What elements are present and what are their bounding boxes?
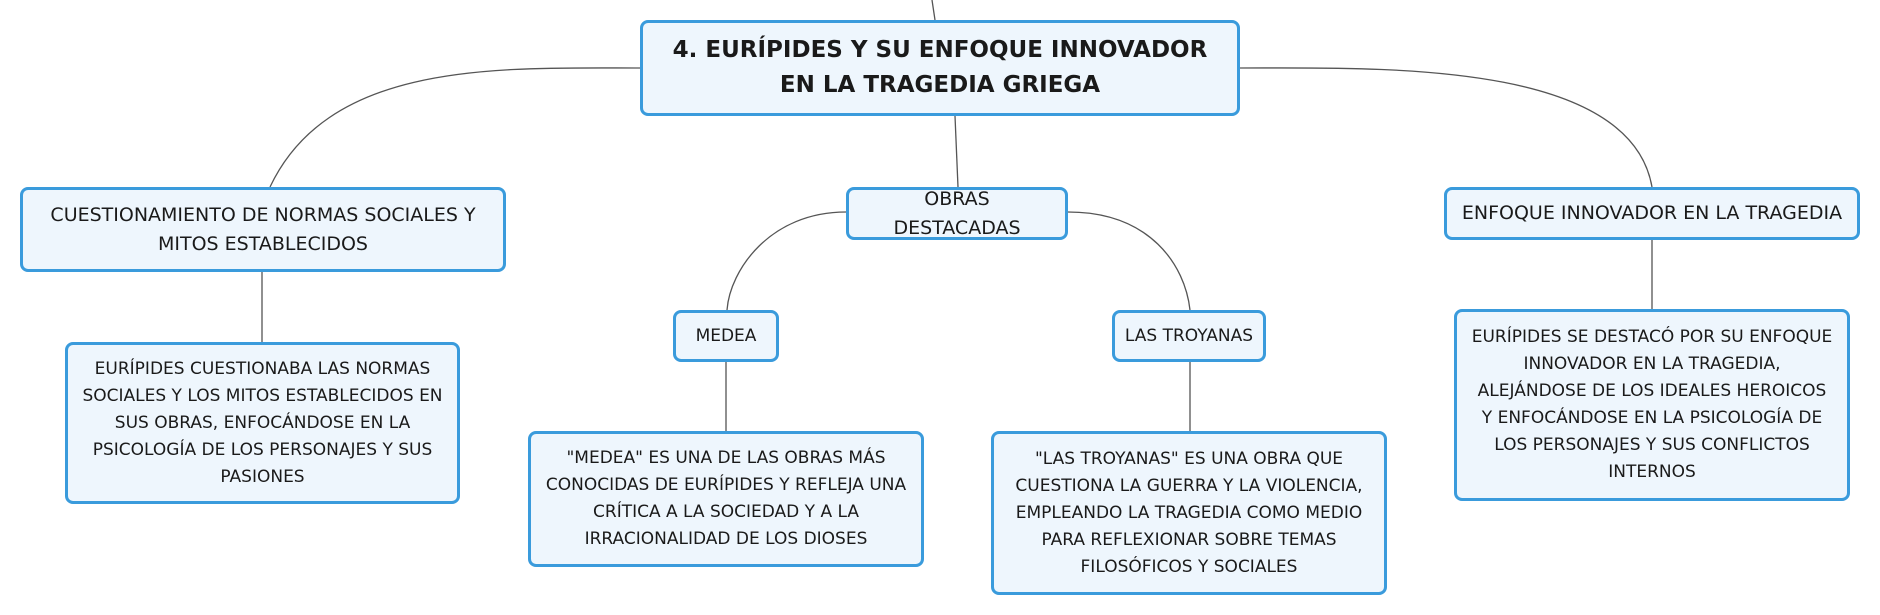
connector-root-to-normas — [269, 67, 641, 188]
topic-cuestionamiento-normas-label: CUESTIONAMIENTO DE NORMAS SOCIALES Y MIT… — [50, 203, 476, 255]
detail-enfoque-innovador[interactable]: EURÍPIDES SE DESTACÓ POR SU ENFOQUE INNO… — [1454, 309, 1850, 501]
topic-enfoque-innovador-label: ENFOQUE INNOVADOR EN LA TRAGEDIA — [1461, 202, 1843, 224]
topic-cuestionamiento-normas[interactable]: CUESTIONAMIENTO DE NORMAS SOCIALES Y MIT… — [20, 187, 506, 272]
root-topic-label: 4. EURÍPIDES Y SU ENFOQUE INNOVADOR EN L… — [672, 37, 1208, 98]
connector-obras-to-troyanas — [1067, 211, 1191, 311]
detail-cuestionamiento-normas-text: EURÍPIDES CUESTIONABA LAS NORMAS SOCIALE… — [82, 358, 443, 487]
topic-medea-label: MEDEA — [695, 326, 757, 346]
root-topic[interactable]: 4. EURÍPIDES Y SU ENFOQUE INNOVADOR EN L… — [640, 20, 1240, 116]
detail-cuestionamiento-normas[interactable]: EURÍPIDES CUESTIONABA LAS NORMAS SOCIALE… — [65, 342, 460, 504]
detail-las-troyanas-text: "LAS TROYANAS" ES UNA OBRA QUE CUESTIONA… — [1015, 448, 1363, 577]
connector-parent-to-root — [931, 0, 936, 21]
detail-medea[interactable]: "MEDEA" ES UNA DE LAS OBRAS MÁS CONOCIDA… — [528, 431, 924, 567]
connector-root-to-enfoque — [1239, 67, 1653, 188]
topic-enfoque-innovador[interactable]: ENFOQUE INNOVADOR EN LA TRAGEDIA — [1444, 187, 1860, 240]
topic-obras-destacadas-label: OBRAS DESTACADAS — [893, 187, 1021, 239]
topic-las-troyanas-label: LAS TROYANAS — [1124, 326, 1254, 346]
topic-medea[interactable]: MEDEA — [673, 310, 779, 362]
connector-obras-to-medea — [726, 211, 847, 311]
detail-medea-text: "MEDEA" ES UNA DE LAS OBRAS MÁS CONOCIDA… — [545, 448, 907, 549]
detail-las-troyanas[interactable]: "LAS TROYANAS" ES UNA OBRA QUE CUESTIONA… — [991, 431, 1387, 595]
detail-enfoque-innovador-text: EURÍPIDES SE DESTACÓ POR SU ENFOQUE INNO… — [1471, 327, 1833, 482]
topic-las-troyanas[interactable]: LAS TROYANAS — [1112, 310, 1266, 362]
topic-obras-destacadas[interactable]: OBRAS DESTACADAS — [846, 187, 1068, 240]
connector-root-to-obras — [954, 115, 959, 188]
